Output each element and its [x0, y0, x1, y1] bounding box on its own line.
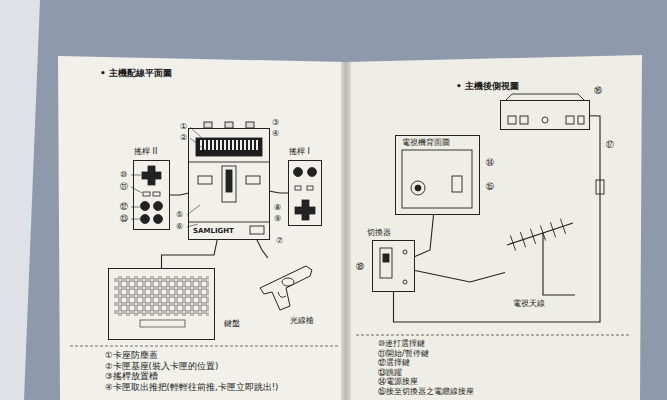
separator — [70, 346, 338, 347]
switch-drawing — [380, 248, 407, 284]
console-box: SAMLIGHT — [188, 128, 270, 240]
keyboard-drawing — [114, 276, 209, 327]
part-list-item: ②卡匣基座(裝入卡匣的位置) — [105, 362, 218, 372]
paper-edge — [0, 0, 40, 400]
rear-console-box: • 主機後側視圖 — [500, 100, 590, 130]
callout-number: ⑤ — [176, 210, 183, 219]
right-page — [346, 55, 642, 400]
callout-number: ⑭ — [486, 158, 494, 167]
callout-number: ⑮ — [486, 182, 494, 191]
left-page — [58, 56, 346, 400]
cable-connector — [170, 193, 188, 195]
part-list-item: ⑭電源接座 — [378, 377, 418, 386]
callout-number: ⑧ — [274, 203, 281, 212]
controller-label: 搖桿 II — [134, 147, 157, 156]
controller-drawing — [294, 168, 317, 221]
callout-number: ⑥ — [176, 222, 183, 231]
cable-connector — [162, 240, 218, 268]
antenna: 電視天線 — [505, 215, 575, 311]
leader-line — [131, 127, 205, 227]
antenna-outline — [505, 215, 575, 311]
keyboard-label: 鍵盤 — [224, 319, 240, 328]
page-fold — [341, 62, 351, 400]
cable-connector — [394, 116, 601, 322]
separator — [356, 335, 630, 336]
part-list-item: ③搖桿放置槽 — [105, 372, 158, 382]
callout-number: ⑦ — [276, 236, 283, 245]
brand-label: SAMLIGHT — [193, 227, 234, 235]
cable-connector — [415, 270, 505, 282]
callout-number: ⑱ — [356, 262, 364, 271]
switch-box: 切換器 — [372, 240, 415, 292]
callout-number: ② — [180, 133, 187, 142]
page-heading: • 主機配線平面圖 — [100, 68, 172, 78]
callout-number: ⑯ — [594, 86, 602, 95]
cable-connector — [257, 240, 268, 258]
part-list-item: ①卡座防塵蓋 — [105, 351, 158, 361]
antenna-label: 電視天線 — [513, 299, 545, 308]
callout-number: ③ — [272, 118, 279, 127]
tv-drawing — [402, 150, 472, 208]
gun-label: 光線槍 — [290, 316, 314, 325]
controller-drawing — [141, 166, 163, 224]
part-list-item: ⑩連打選擇鍵 — [378, 339, 425, 348]
light-gun-outline — [250, 258, 325, 312]
callout-number: ⑨ — [274, 214, 281, 223]
part-list-item: ⑫選擇鍵 — [378, 358, 410, 367]
controller-box: 搖桿 II — [133, 160, 170, 230]
console-drawing — [188, 122, 270, 234]
part-list-item: ④卡匣取出推把(輕輕往前推,卡匣立即跳出!) — [105, 383, 278, 393]
cable-connector — [270, 191, 288, 193]
section-heading: • 主機後側視圖 — [456, 81, 519, 91]
part-list-item: ⑪開始/暫停鍵 — [378, 349, 429, 358]
callout-number: ⑰ — [606, 140, 614, 149]
tv-label: 電視機背面圖 — [402, 139, 450, 148]
callout-number: ① — [180, 122, 187, 131]
controller-label: 搖桿 I — [289, 147, 310, 156]
callout-number: ⑬ — [120, 214, 128, 223]
cable-connector — [415, 215, 434, 257]
callout-number: ④ — [272, 129, 279, 138]
tv-back-box: 電視機背面圖 — [395, 135, 480, 215]
controller-box: 搖桿 I — [288, 160, 322, 226]
switch-label: 切換器 — [367, 228, 391, 237]
callout-number: ⑫ — [120, 202, 128, 211]
callout-number: ⑩ — [120, 170, 127, 179]
light-gun: 光線槍 — [250, 258, 325, 312]
keyboard-box: 鍵盤 — [108, 268, 215, 340]
part-list-item: ⑮接至切換器之電纜線接座 — [378, 387, 474, 396]
part-list-item: ⑬跳躍 — [378, 368, 402, 377]
callout-number: ⑪ — [120, 182, 128, 191]
